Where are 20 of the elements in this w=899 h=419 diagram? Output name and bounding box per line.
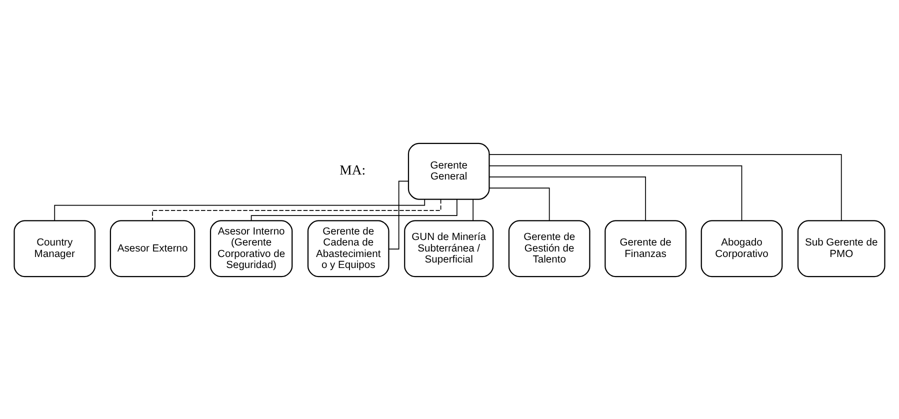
connector [54,198,426,221]
connector [488,154,842,221]
node-box: Gerente General [408,142,490,200]
node-box: Asesor Externo [110,220,196,277]
node-box: Asesor Interno (Gerente Corporativo de Seguridad) [210,220,293,277]
connector [488,176,646,221]
connector [152,198,442,220]
node-box: Country Manager [14,220,96,277]
node-box: Gerente de Gestión de Talento [508,220,590,277]
label: MA: [340,162,366,178]
connector [250,198,458,220]
connector [388,180,409,250]
node-box: Sub Gerente de PMO [797,220,886,277]
node-box: Gerente de Cadena de Abastecimient o y Equipos [307,220,390,277]
node-box: Abogado Corporativo [700,220,783,277]
connector [472,198,474,221]
connector [489,187,550,220]
connector [488,164,742,221]
node-box: Gerente de Finanzas [604,220,686,277]
node-box: GUN de Minería Subterránea / Superficial [404,220,494,277]
